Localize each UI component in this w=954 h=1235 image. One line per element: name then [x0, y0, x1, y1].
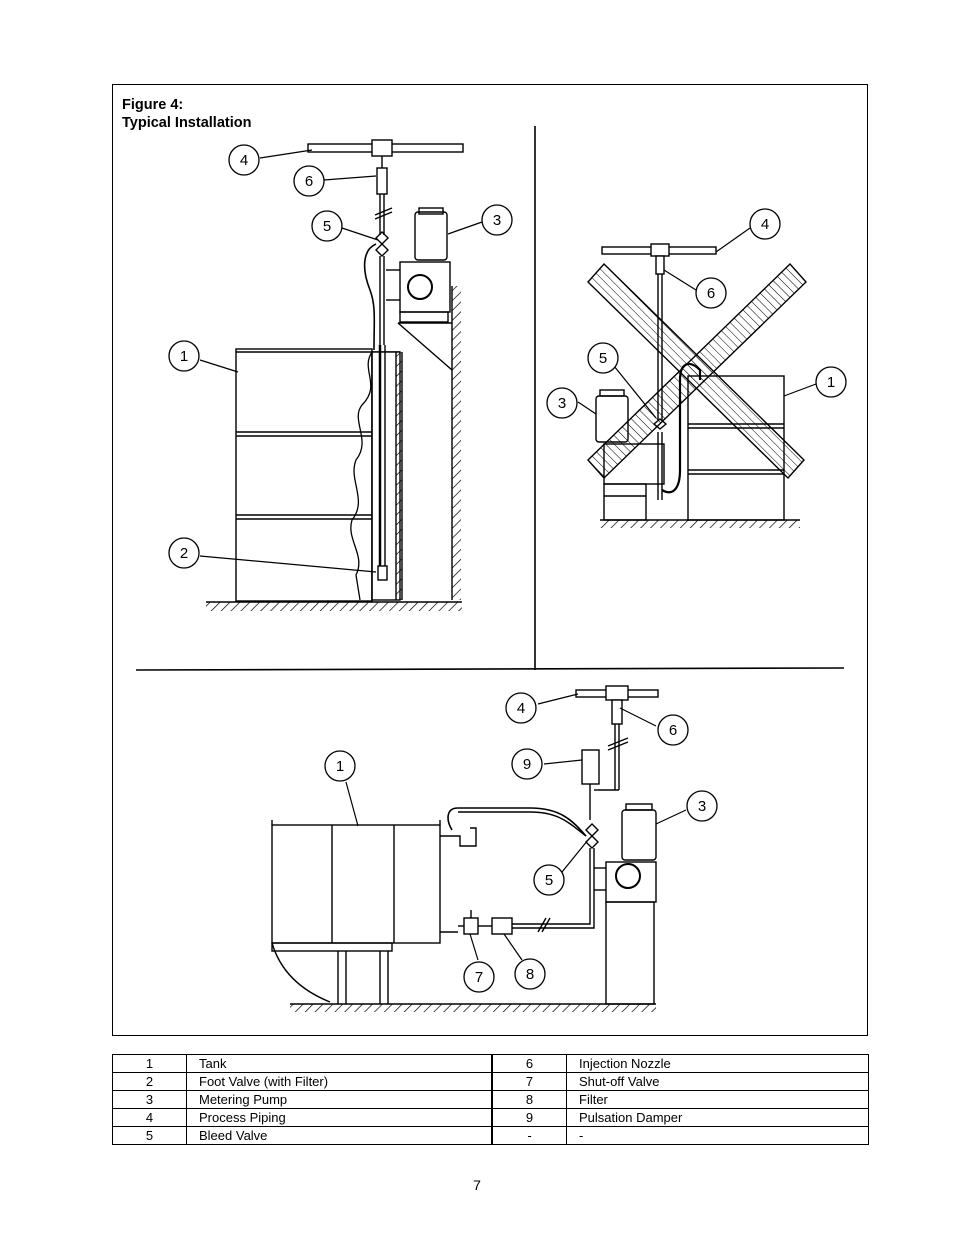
callout-c-3: 3: [686, 790, 718, 822]
injection-nozzle: [376, 167, 388, 195]
legend-right-label: Filter: [566, 1090, 869, 1109]
svg-text:6: 6: [305, 173, 313, 190]
page-number: 7: [473, 1177, 481, 1193]
metering-pump-motor: [414, 211, 448, 261]
svg-text:4: 4: [240, 152, 248, 169]
legend-left-label: Process Piping: [186, 1108, 493, 1127]
callout-c-4: 4: [505, 692, 537, 724]
pulsation-damper: [581, 749, 600, 785]
legend-left-number: 2: [112, 1072, 187, 1091]
legend-left-label: Foot Valve (with Filter): [186, 1072, 493, 1091]
legend-right-label: Shut-off Valve: [566, 1072, 869, 1091]
figure-title: Figure 4: Typical Installation: [122, 96, 251, 132]
callout-b-5: 5: [587, 342, 619, 374]
figure-frame: [112, 84, 868, 1036]
callout-c-8: 8: [514, 958, 546, 990]
legend-right-label: Injection Nozzle: [566, 1054, 869, 1073]
callout-c-5: 5: [533, 864, 565, 896]
incorrect-cross-mark: [587, 262, 807, 480]
panel-divider-horizontal: [135, 667, 845, 671]
callout-b-1: 1: [815, 366, 847, 398]
callout-b-4: 4: [749, 208, 781, 240]
callout-a-6: 6: [293, 165, 325, 197]
svg-text:1: 1: [827, 374, 835, 391]
svg-text:7: 7: [475, 969, 483, 986]
svg-text:9: 9: [523, 756, 531, 773]
callout-b-6: 6: [695, 277, 727, 309]
legend-left-number: 1: [112, 1054, 187, 1073]
foot-valve: [377, 565, 388, 581]
svg-text:1: 1: [180, 348, 188, 365]
installation-drawing: 4 6 5 3 1 2 4 6 5 3 1 4 6 9 1 3 5 7 8: [135, 126, 847, 1012]
legend-right-number: 6: [491, 1054, 567, 1073]
callout-a-5: 5: [311, 210, 343, 242]
legend-left-label: Bleed Valve: [186, 1126, 493, 1145]
callout-b-3: 3: [546, 387, 578, 419]
bleed-valve: [375, 231, 389, 245]
callout-leaders: [199, 149, 817, 961]
legend-right-number: 7: [491, 1072, 567, 1091]
tank-drum: [235, 348, 373, 602]
svg-text:5: 5: [545, 872, 553, 889]
svg-text:8: 8: [526, 966, 534, 983]
callout-circles: 4 6 5 3 1 2 4 6 5 3 1 4 6 9 1 3 5 7 8: [168, 144, 847, 993]
legend-right-label: -: [566, 1126, 869, 1145]
svg-text:4: 4: [761, 216, 769, 233]
callout-c-7: 7: [463, 961, 495, 993]
callout-a-2: 2: [168, 537, 200, 569]
svg-text:3: 3: [698, 798, 706, 815]
legend-left-number: 5: [112, 1126, 187, 1145]
legend-left-label: Metering Pump: [186, 1090, 493, 1109]
callout-c-9: 9: [511, 748, 543, 780]
figure-title-line-2: Typical Installation: [122, 115, 252, 131]
legend-right-label: Pulsation Damper: [566, 1108, 869, 1127]
svg-text:6: 6: [707, 285, 715, 302]
svg-text:4: 4: [517, 700, 525, 717]
callout-a-4: 4: [228, 144, 260, 176]
legend-right-number: 8: [491, 1090, 567, 1109]
callout-a-3: 3: [481, 204, 513, 236]
svg-text:5: 5: [323, 218, 331, 235]
callout-a-1: 1: [168, 340, 200, 372]
callout-c-1: 1: [324, 750, 356, 782]
legend-left-label: Tank: [186, 1054, 493, 1073]
shut-off-valve: [463, 917, 479, 935]
panel-c-pulsation-damper-installation: [271, 685, 659, 1012]
legend-right-number: 9: [491, 1108, 567, 1127]
svg-text:3: 3: [493, 212, 501, 229]
svg-text:5: 5: [599, 350, 607, 367]
panel-a-correct-installation: [206, 139, 464, 611]
callout-c-6: 6: [657, 714, 689, 746]
svg-text:1: 1: [336, 758, 344, 775]
svg-text:3: 3: [558, 395, 566, 412]
svg-text:6: 6: [669, 722, 677, 739]
svg-text:2: 2: [180, 545, 188, 562]
legend-left-number: 3: [112, 1090, 187, 1109]
legend-left-number: 4: [112, 1108, 187, 1127]
filter: [491, 917, 513, 935]
legend-right-number: -: [491, 1126, 567, 1145]
figure-title-line-1: Figure 4:: [122, 97, 184, 113]
